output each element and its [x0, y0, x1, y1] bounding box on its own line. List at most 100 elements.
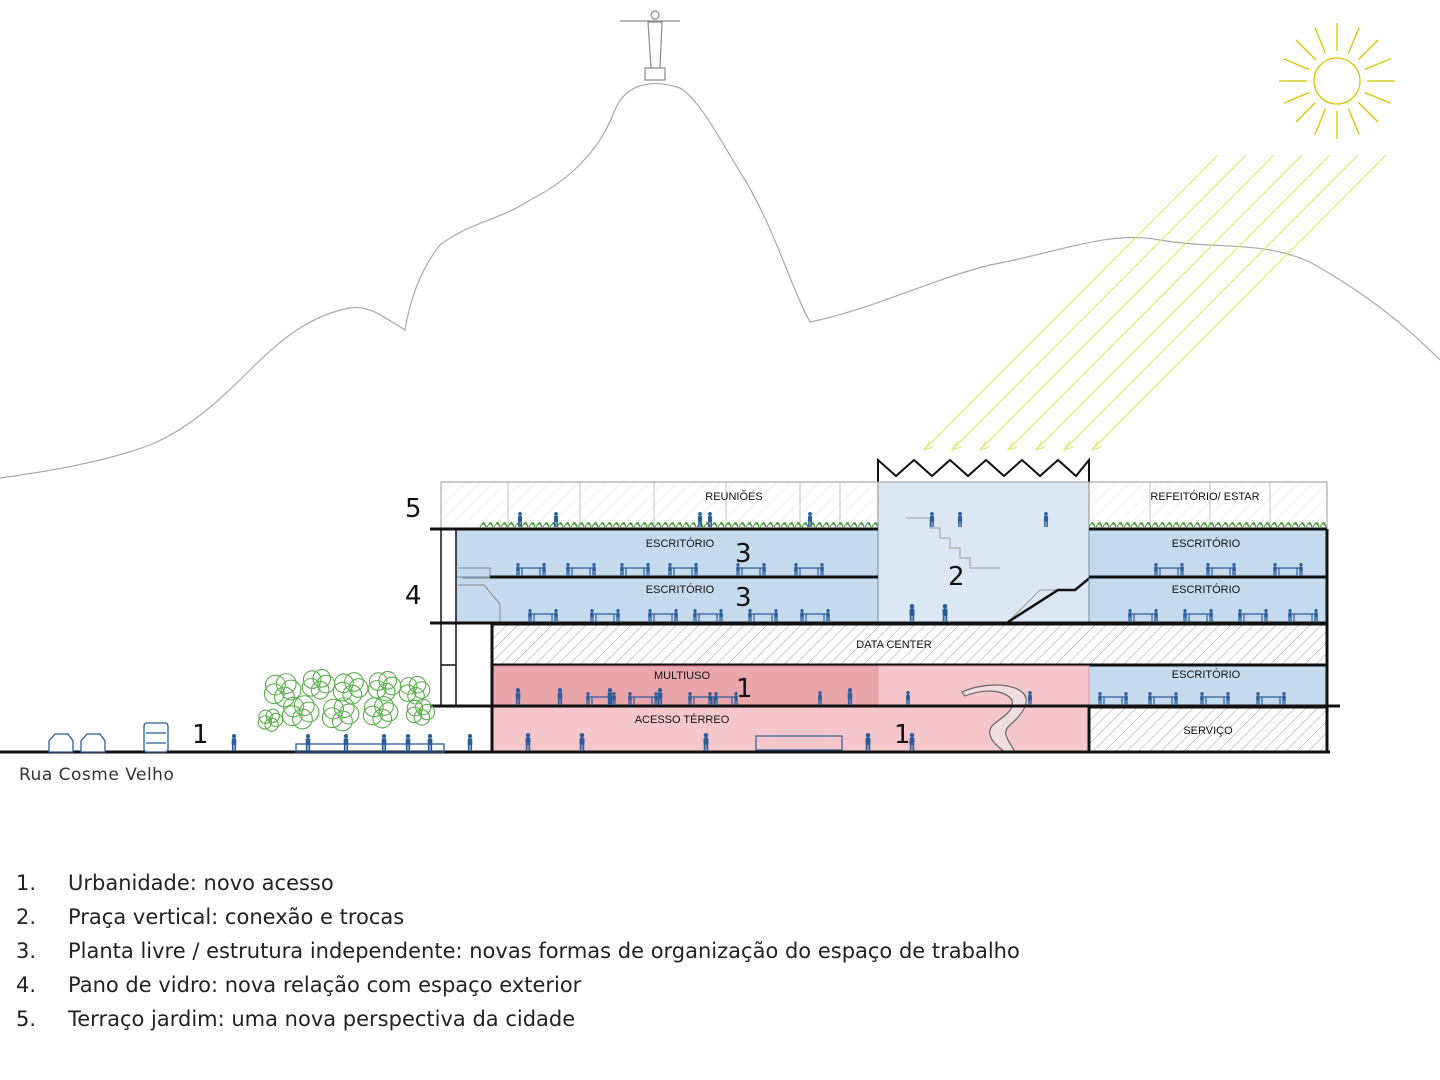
legend-number: 2. — [16, 905, 37, 929]
desk-group — [672, 567, 694, 576]
desk-group — [804, 613, 826, 622]
person-icon — [343, 734, 349, 751]
label-escritorio-upper-left: ESCRITÓRIO — [646, 537, 715, 550]
person-icon — [590, 609, 594, 622]
desk-group — [1292, 613, 1314, 622]
label-data-center: DATA CENTER — [856, 639, 931, 651]
person-icon — [1200, 692, 1204, 705]
person-icon — [762, 563, 766, 576]
christ-redeemer-statue-icon — [620, 10, 680, 81]
person-icon — [1128, 609, 1132, 622]
person-icon — [826, 609, 830, 622]
person-icon — [697, 512, 703, 527]
sawtooth-roof — [877, 457, 1090, 482]
desk-group — [1132, 613, 1154, 622]
person-icon — [1174, 692, 1178, 705]
person-icon — [719, 609, 723, 622]
person-icon — [592, 563, 596, 576]
person-icon — [542, 563, 546, 576]
multiuso-atrium-zone — [877, 665, 1090, 707]
person-icon — [628, 692, 632, 705]
person-icon — [693, 609, 697, 622]
person-icon — [807, 512, 813, 527]
legend-text: Planta livre / estrutura independente: n… — [68, 939, 1020, 963]
person-icon — [405, 734, 411, 751]
label-refeitorio-estar: REFEITÓRIO/ ESTAR — [1150, 490, 1259, 503]
desk-group — [570, 567, 592, 576]
label-escritorio-lower-left: ESCRITÓRIO — [646, 583, 715, 596]
marker-2-vertical-plaza: 2 — [948, 562, 965, 592]
desk-group — [740, 567, 762, 576]
desk-group — [532, 613, 554, 622]
person-icon — [929, 512, 935, 527]
desk-group — [590, 696, 612, 705]
atrium-stair-dark — [1007, 575, 1093, 624]
person-icon — [748, 609, 752, 622]
person-icon — [1148, 692, 1152, 705]
people-figures — [231, 512, 1318, 751]
desk-group — [1102, 696, 1124, 705]
legend-text: Pano de vidro: nova relação com espaço e… — [68, 973, 582, 997]
desk-group — [652, 613, 674, 622]
person-icon — [381, 734, 387, 751]
mountain-outline — [0, 83, 1440, 479]
person-icon — [736, 563, 740, 576]
sun-icon — [1279, 23, 1395, 139]
person-icon — [566, 563, 570, 576]
person-icon — [586, 692, 590, 705]
label-multiuso: MULTIUSO — [654, 670, 710, 682]
person-icon — [1226, 692, 1230, 705]
person-icon — [1028, 691, 1032, 705]
roof-glass-left — [440, 481, 879, 529]
desk-group — [1158, 567, 1180, 576]
person-icon — [620, 563, 624, 576]
person-icon — [305, 734, 311, 751]
desk-group — [594, 613, 616, 622]
tree-icon — [257, 708, 284, 732]
person-icon — [694, 563, 698, 576]
person-icon — [1206, 563, 1210, 576]
person-icon — [1288, 609, 1292, 622]
left-glass-facade — [440, 530, 457, 707]
person-icon — [800, 609, 804, 622]
desk-group — [632, 696, 654, 705]
desk-group — [752, 613, 774, 622]
label-escritorio-lower-right: ESCRITÓRIO — [1172, 583, 1241, 596]
desk-group — [1260, 696, 1282, 705]
person-icon — [847, 688, 853, 705]
person-icon — [1238, 609, 1242, 622]
legend-item: 1.Urbanidade: novo acesso — [16, 866, 1020, 900]
building-section-diagram: REUNIÕES REFEITÓRIO/ ESTAR ESCRITÓRIO ES… — [0, 10, 1440, 785]
multiuso-room — [491, 665, 879, 707]
legend-list: 1.Urbanidade: novo acesso 2.Praça vertic… — [16, 866, 1020, 1036]
person-icon — [1180, 563, 1184, 576]
person-icon — [957, 512, 963, 527]
desk-group — [712, 696, 734, 705]
person-icon — [774, 609, 778, 622]
tree-icon — [362, 696, 399, 729]
marker-5-terrace: 5 — [405, 494, 422, 524]
tree-icon — [301, 668, 336, 700]
tree-icon — [281, 695, 320, 730]
person-icon — [734, 692, 738, 705]
street-benches — [295, 743, 445, 753]
person-icon — [1098, 692, 1102, 705]
person-icon — [1273, 563, 1277, 576]
person-icon — [648, 609, 652, 622]
vegetation — [257, 521, 1327, 732]
tree-icon — [263, 673, 302, 708]
person-icon — [515, 688, 521, 705]
marker-3-office-upper: 3 — [735, 539, 752, 569]
desk-group — [624, 567, 646, 576]
desk-group — [1210, 567, 1232, 576]
legend-number: 3. — [16, 939, 37, 963]
person-icon — [525, 733, 531, 751]
person-icon — [707, 512, 713, 527]
legend-item: 3. Planta livre / estrutura independente:… — [16, 934, 1020, 968]
label-servico: SERVIÇO — [1183, 725, 1233, 737]
marker-1-ground-access: 1 — [894, 720, 911, 750]
desk-group — [520, 567, 542, 576]
ground-table — [755, 735, 843, 751]
person-icon — [427, 734, 433, 751]
desk-group — [1152, 696, 1174, 705]
